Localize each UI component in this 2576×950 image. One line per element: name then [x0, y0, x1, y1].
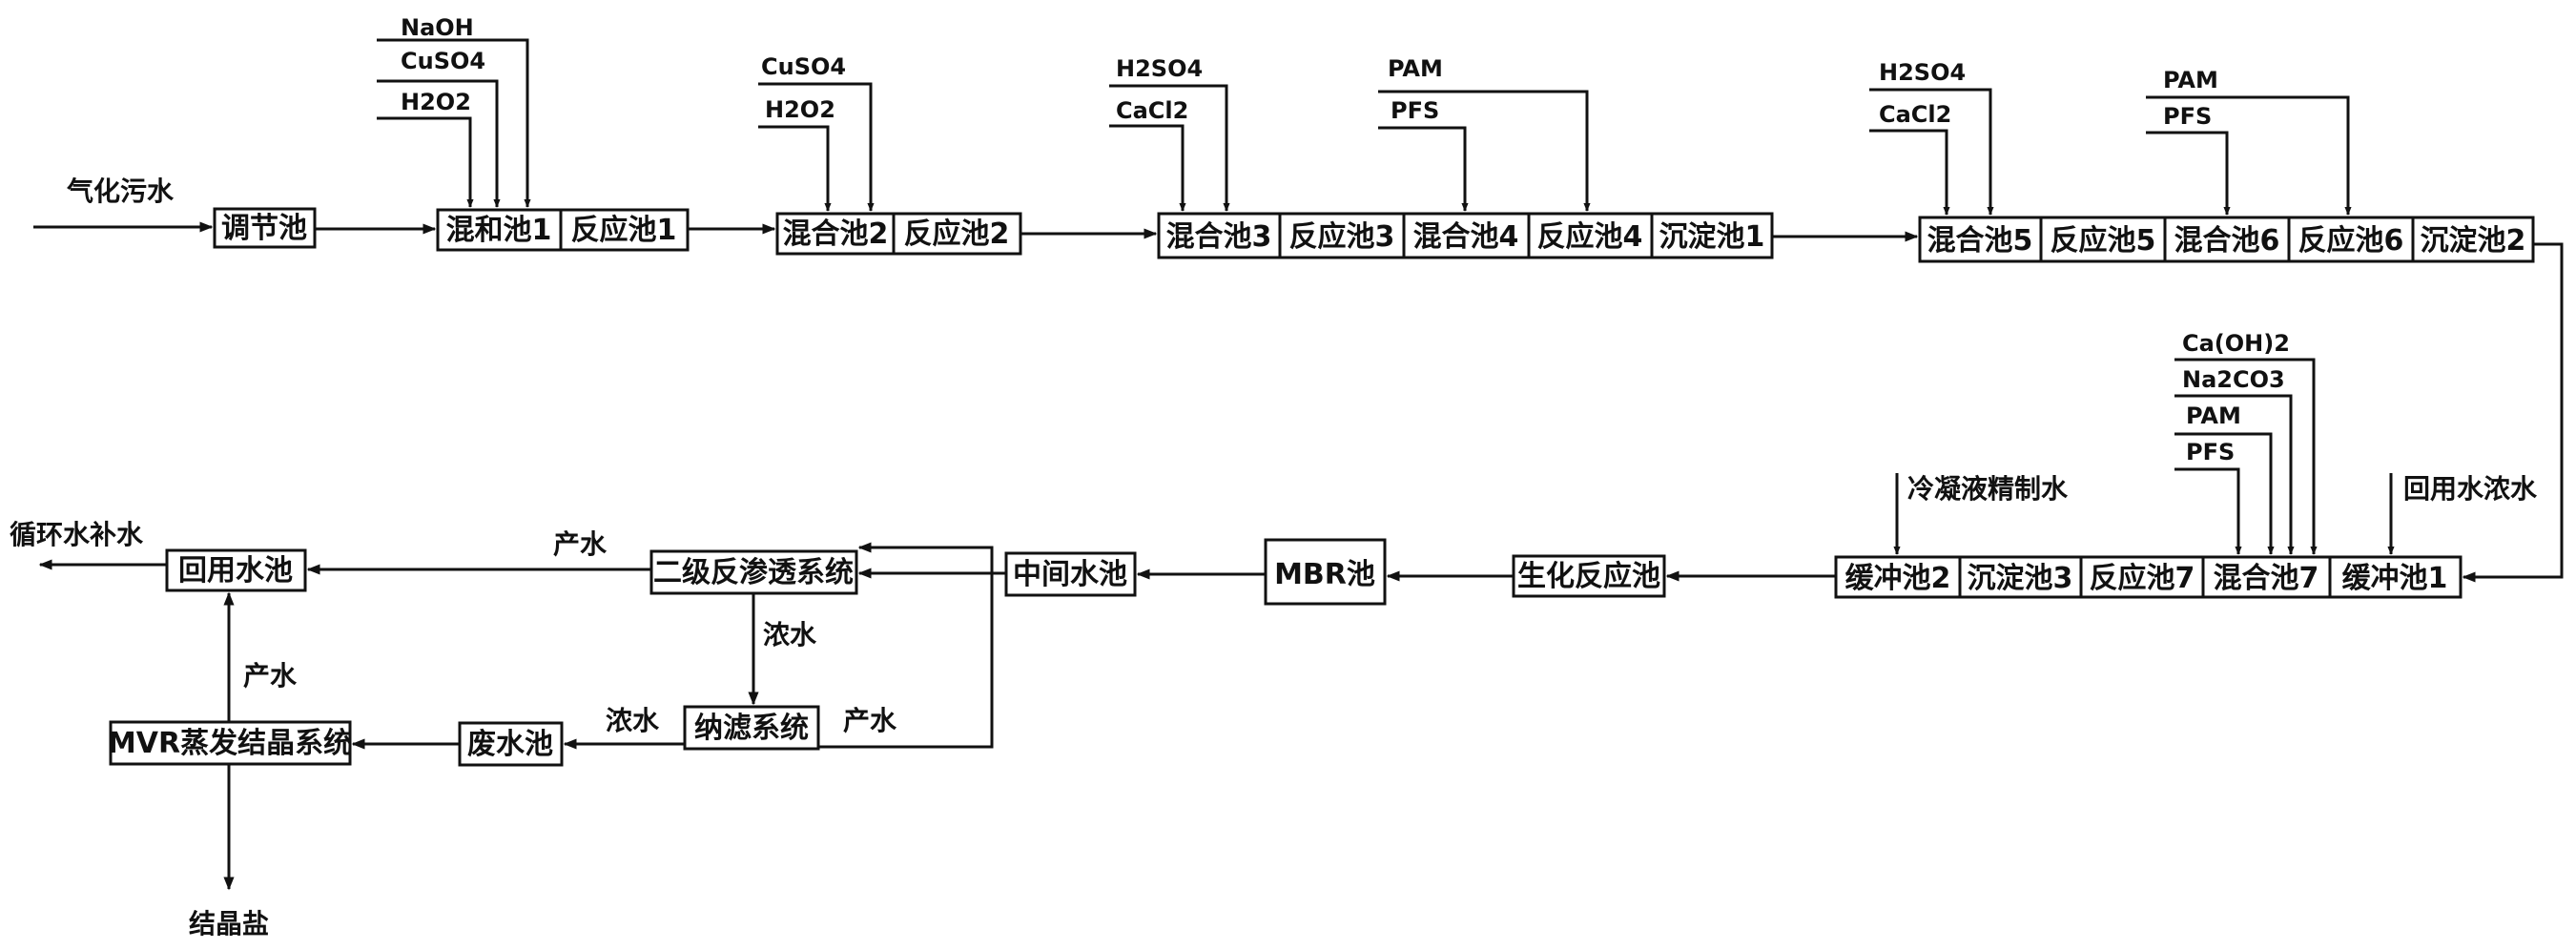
chem-pfs-4: PFS: [2163, 103, 2212, 130]
settling-pool-1: 沉淀池1: [1659, 220, 1765, 254]
reaction-pool-1: 反应池1: [571, 214, 677, 247]
unit2-chemicals: CuSO4 H2O2: [758, 53, 875, 212]
mvr-system-label: MVR蒸发结晶系统: [108, 727, 352, 760]
unit4-group: 混合池5 反应池5 混合池6 反应池6 沉淀池2: [1918, 216, 2535, 263]
chem-cuso4-2: CuSO4: [761, 53, 846, 80]
reaction-pool-4: 反应池4: [1537, 220, 1643, 254]
unit5-chemicals: Ca(OH)2 Na2CO3 PAM PFS: [2174, 330, 2318, 555]
mixing-pool-6: 混合池6: [2174, 224, 2280, 258]
chem-pfs-5: PFS: [2186, 439, 2235, 465]
mbr-box: [1264, 538, 1387, 606]
unit3-chemicals: H2SO4 CaCl2 PAM PFS: [1109, 55, 1591, 212]
bio-reactor-label: 生化反应池: [1517, 560, 1660, 593]
settling-pool-2: 沉淀池2: [2421, 224, 2526, 258]
reaction-pool-3: 反应池3: [1289, 220, 1395, 254]
ro-system-label: 二级反渗透系统: [653, 556, 854, 589]
mixing-pool-1: 混和池1: [446, 214, 552, 247]
unit2-group: 混合池2 反应池2: [775, 212, 1022, 256]
chem-caoh2: Ca(OH)2: [2182, 330, 2290, 357]
chem-h2o2-2: H2O2: [765, 96, 835, 123]
wastewater-pool-box: [458, 721, 564, 767]
chem-h2so4-4: H2SO4: [1879, 59, 1966, 86]
makeup-water-label: 循环水补水: [10, 519, 144, 550]
settling-pool-3: 沉淀池3: [1968, 562, 2073, 595]
reuse-conc-label: 回用水浓水: [2403, 473, 2538, 505]
reuse-pool-label: 回用水池: [178, 554, 293, 588]
nf-system-box: [683, 705, 820, 751]
buffer-pool-1: 缓冲池1: [2342, 562, 2448, 595]
chem-pam-4: PAM: [2163, 67, 2218, 93]
unit4-chemicals: H2SO4 CaCl2 PAM PFS: [1869, 59, 2352, 216]
bio-reactor-box: [1512, 554, 1666, 598]
buffer-pool-2: 缓冲池2: [1845, 562, 1951, 595]
mixing-pool-7: 混合池7: [2214, 562, 2319, 595]
chem-pfs-3: PFS: [1391, 97, 1439, 124]
nf-conc-label: 浓水: [606, 705, 660, 736]
nf-product-return: [818, 542, 994, 749]
chem-cacl2-3: CaCl2: [1116, 97, 1188, 124]
mixing-pool-3: 混合池3: [1166, 220, 1272, 254]
connector-row1-row2: [2462, 242, 2564, 583]
chem-na2co3: Na2CO3: [2182, 366, 2285, 393]
chem-cuso4: CuSO4: [401, 48, 485, 74]
reaction-pool-7: 反应池7: [2090, 562, 2195, 595]
nf-system-label: 纳滤系统: [694, 712, 809, 745]
mvr-product-label: 产水: [243, 660, 298, 692]
ro-product-label: 产水: [553, 528, 608, 560]
chem-cacl2-4: CaCl2: [1879, 101, 1951, 128]
reaction-pool-5: 反应池5: [2050, 224, 2156, 258]
chem-h2so4-3: H2SO4: [1116, 55, 1203, 82]
unit1-group: 混和池1 反应池1: [436, 208, 690, 252]
unit3-group: 混合池3 反应池3 混合池4 反应池4 沉淀池1: [1157, 212, 1774, 259]
inlet-label: 气化污水: [66, 176, 175, 207]
mixing-pool-5: 混合池5: [1927, 224, 2033, 258]
unit1-chemicals: NaOH CuSO4 H2O2: [377, 14, 531, 208]
unit5-group: 缓冲池2 沉淀池3 反应池7 混合池7 缓冲池1: [1834, 555, 2463, 599]
intermediate-pool-label: 中间水池: [1013, 558, 1127, 591]
reaction-pool-2: 反应池2: [904, 217, 1010, 251]
chem-pam-3: PAM: [1388, 55, 1443, 82]
chem-naoh: NaOH: [401, 14, 474, 41]
reuse-pool-box: [165, 548, 307, 592]
nf-product-label: 产水: [843, 705, 897, 736]
mbr-label: MBR池: [1274, 558, 1375, 591]
mixing-pool-4: 混合池4: [1413, 220, 1519, 254]
adjust-pool-label: 调节池: [221, 212, 307, 245]
ro-conc-label: 浓水: [763, 619, 817, 651]
wastewater-pool-label: 废水池: [467, 728, 553, 761]
reaction-pool-6: 反应池6: [2298, 224, 2404, 258]
crystal-salt-label: 结晶盐: [189, 908, 269, 940]
chem-pam-5: PAM: [2186, 403, 2241, 429]
mvr-system-box: [109, 720, 352, 766]
condensate-label: 冷凝液精制水: [1907, 473, 2069, 505]
chem-h2o2: H2O2: [401, 89, 471, 115]
mixing-pool-2: 混合池2: [783, 217, 889, 251]
